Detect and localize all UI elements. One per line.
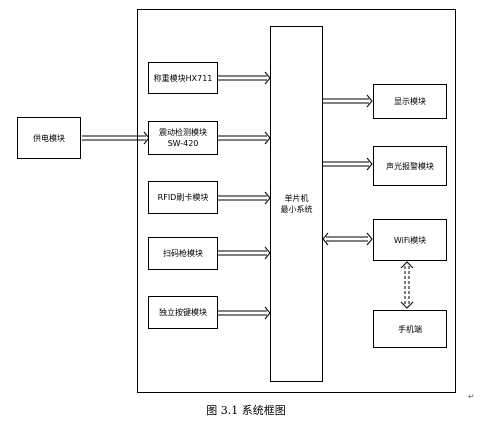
scanner-module-box: 扫码枪模块 — [148, 237, 218, 270]
arrow-keypad-to-mcu — [218, 306, 271, 320]
vibration-module-box: 震动检测模块 SW-420 — [148, 121, 218, 155]
arrow-wifi-phone-wireless — [400, 261, 414, 309]
keypad-module-box: 独立按键模块 — [148, 296, 218, 329]
system-boundary — [137, 9, 456, 393]
rfid-module-box: RFID刷卡模块 — [148, 181, 218, 214]
phone-box: 手机端 — [373, 310, 447, 348]
arrow-power-to-vibration — [82, 131, 150, 145]
arrow-mcu-to-alarm — [323, 157, 373, 171]
return-mark: ↵ — [468, 392, 475, 401]
arrow-weigh-to-mcu — [218, 71, 271, 85]
arrow-scanner-to-mcu — [218, 246, 271, 260]
display-module-box: 显示模块 — [373, 84, 447, 119]
alarm-module-box: 声光报警模块 — [373, 146, 447, 186]
arrow-mcu-to-display — [323, 94, 373, 108]
arrow-mcu-wifi-bidirectional — [322, 232, 373, 246]
weigh-module-box: 称重模块HX711 — [148, 62, 218, 94]
mcu-box: 单片机 最小系统 — [270, 26, 323, 382]
arrow-vibration-to-mcu — [218, 131, 271, 145]
power-module-box: 供电模块 — [17, 117, 81, 159]
arrow-rfid-to-mcu — [218, 191, 271, 205]
figure-caption: 图 3.1 系统框图 — [206, 404, 286, 417]
wifi-module-box: WiFi模块 — [373, 219, 447, 261]
